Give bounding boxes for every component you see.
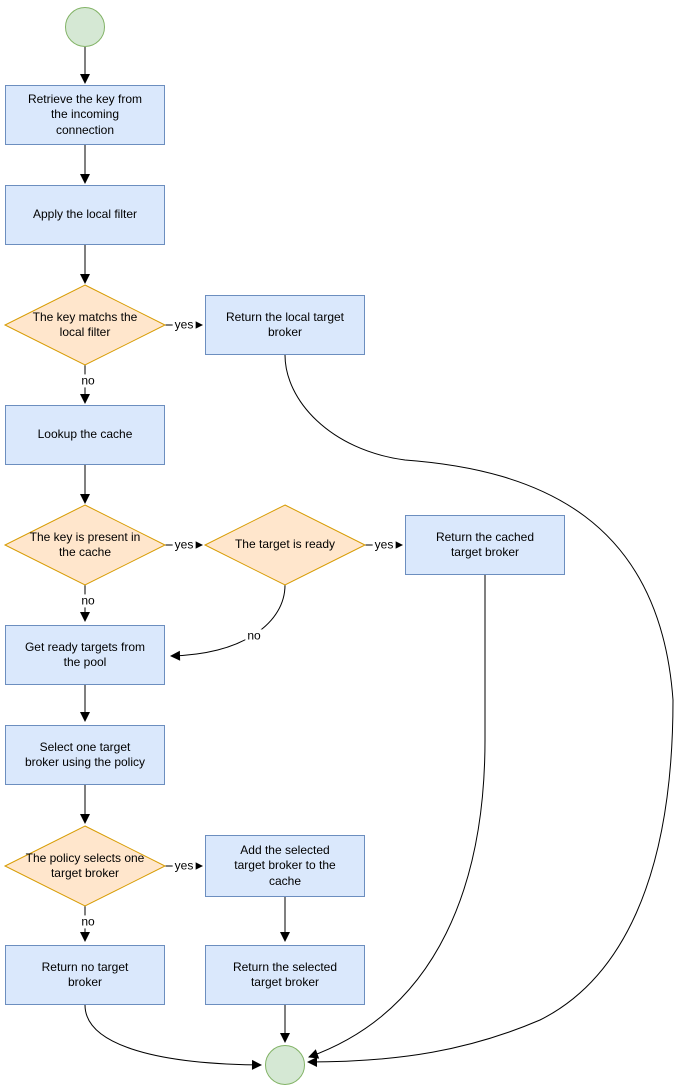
edge-label-no-key-matches: no (79, 373, 97, 388)
decision-policy-selects: The policy selects one target broker (5, 826, 165, 906)
end-node (265, 1045, 305, 1085)
node-get-ready-targets-label: Get ready targets from the pool (24, 639, 146, 669)
node-add-to-cache-label: Add the selected target broker to the ca… (234, 843, 336, 888)
edge-label-yes-target-ready: yes (372, 537, 396, 552)
node-retrieve-key-label: Retrieve the key from the incoming conne… (27, 92, 143, 137)
edge-return-local-to-end (284, 354, 674, 1067)
decision-key-in-cache-label: The key is present in the cache (29, 529, 141, 559)
edge-label-no-target-ready: no (245, 628, 263, 643)
edge-label-no-key-in-cache: no (79, 593, 97, 608)
edge-label-yes-key-matches: yes (172, 317, 196, 332)
node-lookup-cache: Lookup the cache (5, 405, 165, 465)
decision-key-matches-filter-shape (3, 284, 167, 366)
node-apply-filter-label: Apply the local filter (32, 207, 138, 222)
node-return-cached-broker: Return the cached target broker (405, 515, 565, 575)
node-return-selected-broker: Return the selected target broker (205, 945, 365, 1005)
edge-label-yes-key-in-cache: yes (172, 537, 196, 552)
decision-target-ready: The target is ready (205, 505, 365, 585)
node-lookup-cache-label: Lookup the cache (37, 427, 133, 442)
node-add-to-cache: Add the selected target broker to the ca… (205, 835, 365, 897)
edge-label-no-policy-selects: no (79, 914, 97, 929)
node-get-ready-targets: Get ready targets from the pool (5, 625, 165, 685)
edge-label-yes-policy-selects: yes (172, 858, 196, 873)
decision-key-matches-filter-label: The key matchs the local filter (32, 309, 138, 339)
start-node (65, 7, 105, 47)
decision-target-ready-label: The target is ready (234, 537, 336, 552)
edge-target-ready-no-to-get-ready (170, 584, 286, 661)
node-return-no-broker: Return no target broker (5, 945, 165, 1005)
decision-policy-selects-label: The policy selects one target broker (25, 850, 145, 880)
node-select-broker: Select one target broker using the polic… (5, 725, 165, 785)
decision-key-in-cache: The key is present in the cache (5, 505, 165, 585)
decision-policy-selects-shape (3, 825, 167, 907)
edge-return-cached-to-end (308, 575, 486, 1059)
edge-return-no-broker-to-end (84, 1004, 262, 1070)
decision-key-matches-filter: The key matchs the local filter (5, 285, 165, 365)
node-return-local-broker-label: Return the local target broker (225, 309, 345, 339)
decision-key-in-cache-shape (3, 504, 167, 586)
node-apply-filter: Apply the local filter (5, 185, 165, 245)
node-return-cached-broker-label: Return the cached target broker (435, 529, 535, 559)
node-return-selected-broker-label: Return the selected target broker (232, 959, 338, 989)
node-select-broker-label: Select one target broker using the polic… (24, 739, 146, 769)
node-return-local-broker: Return the local target broker (205, 295, 365, 355)
node-retrieve-key: Retrieve the key from the incoming conne… (5, 85, 165, 145)
decision-target-ready-shape (203, 504, 367, 586)
node-return-no-broker-label: Return no target broker (41, 959, 129, 989)
